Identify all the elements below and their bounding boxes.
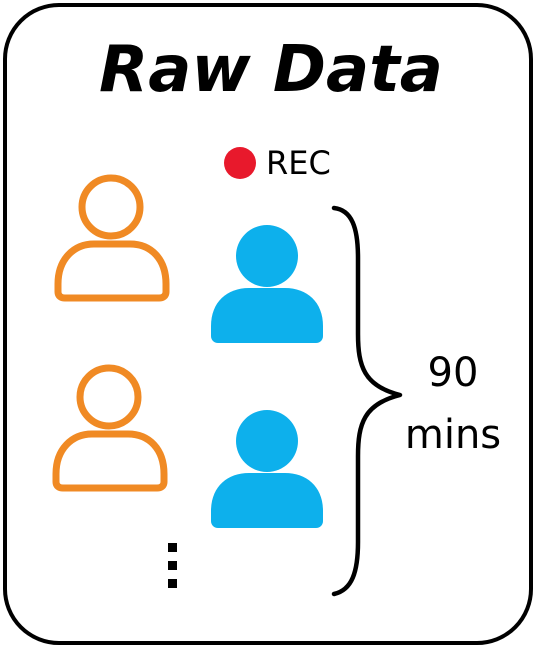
person-filled-icon <box>211 225 323 343</box>
raw-data-card <box>3 3 533 645</box>
card-title: Raw Data <box>99 33 443 107</box>
person-outline-icon <box>54 174 170 302</box>
curly-brace-icon <box>331 205 403 597</box>
duration-unit: mins <box>404 412 502 458</box>
record-dot-icon <box>224 147 256 179</box>
vertical-ellipsis-icon <box>168 543 182 597</box>
duration-value: 90 <box>427 350 479 396</box>
rec-label: REC <box>266 144 331 182</box>
person-outline-icon <box>52 364 168 492</box>
session-duration: 90 mins <box>394 342 512 466</box>
person-filled-icon <box>211 410 323 528</box>
recording-indicator: REC <box>224 143 331 183</box>
